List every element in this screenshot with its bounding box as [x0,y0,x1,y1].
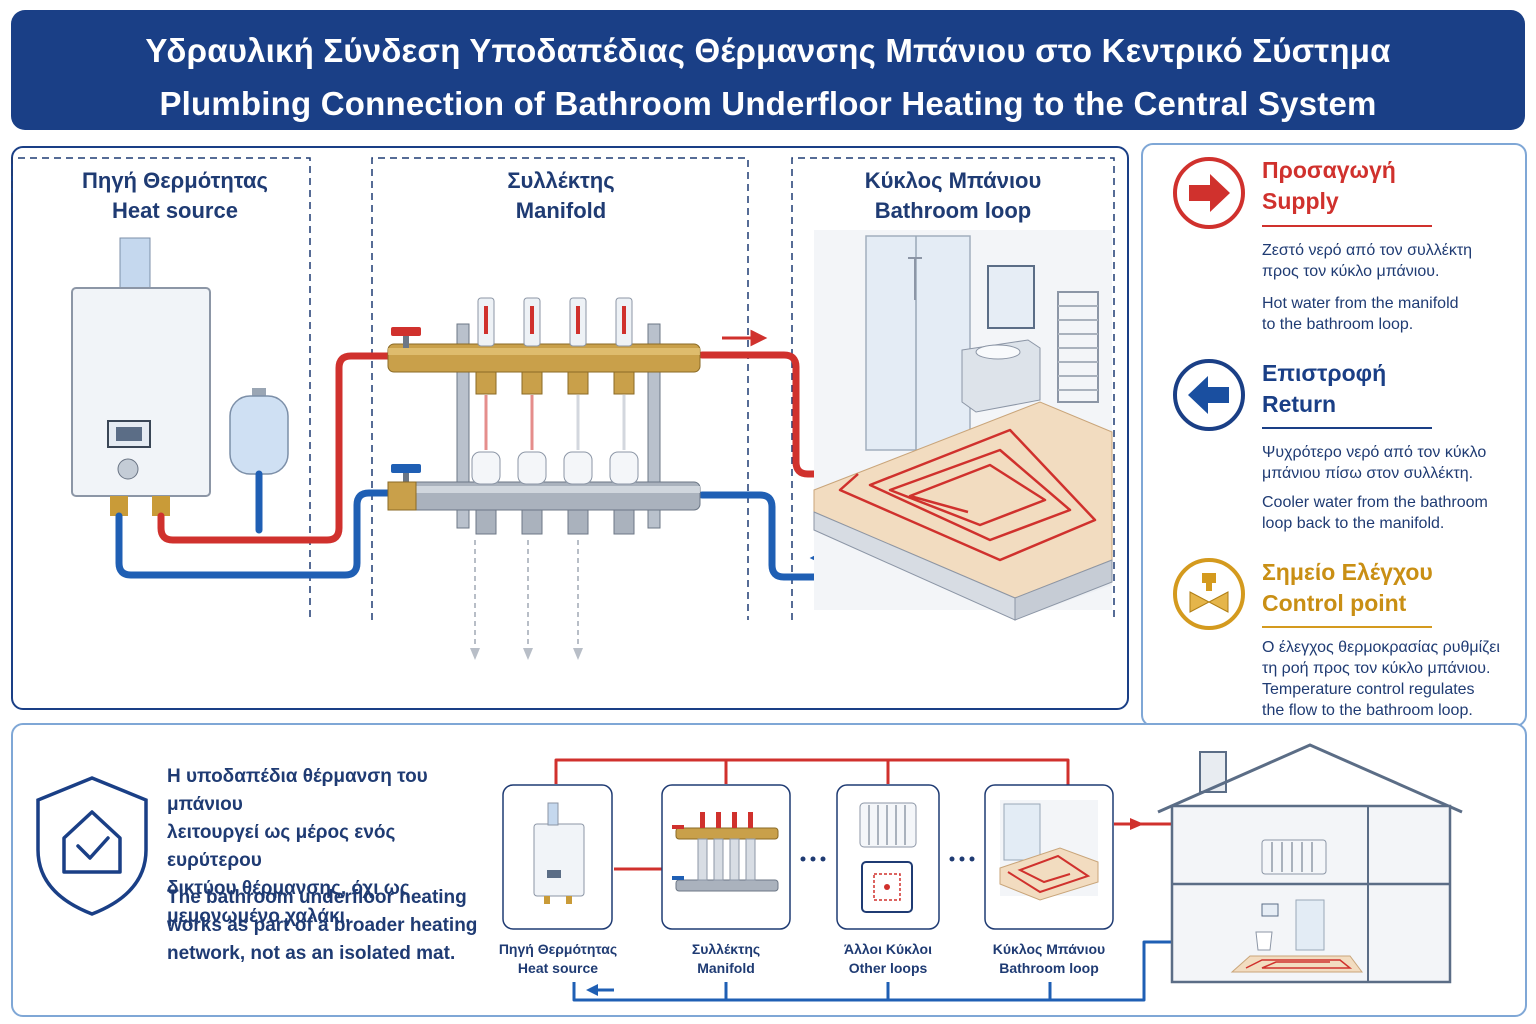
legend-title-el: Επιστροφή [1262,360,1387,386]
bathroom-room-illustration [813,230,1113,621]
column-heading-en: Bathroom loop [874,198,1032,223]
arrow-right-icon [1173,157,1245,229]
boiler-icon [71,237,211,516]
legend-desc-line: to the bathroom loop. [1262,316,1414,333]
title-greek: Υδραυλική Σύνδεση Υποδαπέδιας Θέρμανσης … [145,32,1391,69]
legend-desc-line: loop back to the manifold. [1262,515,1445,532]
supply-arrow-icon [1130,818,1144,830]
manifold-supply-bar [387,327,701,373]
legend-desc-line: Temperature control regulates [1262,681,1475,698]
title-english: Plumbing Connection of Bathroom Underflo… [159,85,1377,122]
node-caption-en: Heat source [517,960,599,976]
node-caption-el: Συλλέκτης [691,941,761,957]
legend-title-en: Supply [1262,188,1339,214]
legend-return-desc: Ψυχρότερο νερό από τον κύκλο μπάνιου πίσ… [1262,442,1520,534]
statement-line: Η υποδαπέδια θέρμανση του μπάνιου [167,766,428,815]
legend-desc-line: προς τον κύκλο μπάνιου. [1262,263,1440,280]
legend-supply-title: Προσαγωγή Supply [1262,155,1396,217]
statement-line: δικτύου θέρμανσης, όχι ως [167,878,410,899]
network-statement-english: The bathroom underfloor heating works as… [167,884,487,968]
column-heading-el: Κύκλος Μπάνιου [864,168,1042,193]
column-heading-en: Manifold [515,198,607,223]
legend-control-desc: Ο έλεγχος θερμοκρασίας ρυθμίζει τη ροή π… [1262,637,1524,721]
column-heading-en: Heat source [112,198,238,223]
node-caption-en: Manifold [697,960,755,976]
node-caption-en: Other loops [848,960,928,976]
legend-desc-line: Ψυχρότερο νερό από τον κύκλο [1262,444,1487,461]
statement-line: The bathroom underfloor heating [167,887,467,908]
statement-line: works as part of a broader heating [167,915,478,936]
floor-loop-icon [861,861,913,913]
node-caption-el: Κύκλος Μπάνιου [992,941,1106,957]
legend-desc-line: Cooler water from the bathroom [1262,494,1488,511]
legend-title-en: Control point [1262,590,1407,616]
legend-desc-line: τη ροή προς τον κύκλο μπάνιου. [1262,660,1491,677]
node-caption-manifold: Συλλέκτης Manifold [664,940,788,978]
legend-divider [1262,225,1432,227]
mini-bathroom-icon [999,800,1099,901]
statement-line: λειτουργεί ως μέρος ενός ευρύτερου [167,822,396,871]
column-heading-el: Συλλέκτης [507,168,615,193]
legend-title-en: Return [1262,391,1337,417]
legend-desc-line: μπάνιου πίσω στον συλλέκτη. [1262,465,1474,482]
mini-boiler-icon [533,802,585,904]
radiator-icon [859,802,917,848]
ellipsis-dots [800,856,975,862]
legend-return-title: Επιστροφή Return [1262,358,1386,420]
column-heading-manifold: Συλλέκτης Manifold [426,166,696,226]
node-caption-other-loops: Άλλοι Κύκλοι Other loops [826,940,950,978]
legend-desc-line: Ζεστό νερό από τον συλλέκτη [1262,242,1473,259]
arrow-left-icon [1173,359,1245,431]
node-caption-bathroom-loop: Κύκλος Μπάνιου Bathroom loop [982,940,1116,978]
node-caption-el: Άλλοι Κύκλοι [844,941,932,957]
legend-desc-line: Hot water from the manifold [1262,295,1459,312]
column-heading-bathroom-loop: Κύκλος Μπάνιου Bathroom loop [818,166,1088,226]
statement-line: μεμονωμένο χαλάκι. [167,906,351,927]
legend-control-title: Σημείο Ελέγχου Control point [1262,557,1433,619]
column-heading-el: Πηγή Θερμότητας [82,168,268,193]
statement-line: network, not as an isolated mat. [167,943,456,964]
valve-icon [1173,558,1245,630]
legend-supply-desc: Ζεστό νερό από τον συλλέκτη προς τον κύκ… [1262,240,1520,335]
node-caption-el: Πηγή Θερμότητας [498,941,618,957]
mini-manifold-icon [672,812,779,892]
column-heading-heat-source: Πηγή Θερμότητας Heat source [40,166,310,226]
legend-desc-line: Ο έλεγχος θερμοκρασίας ρυθμίζει [1262,639,1500,656]
house-icon [1157,743,1463,984]
supply-flow-arrow-icon [722,329,768,347]
node-caption-en: Bathroom loop [999,960,1099,976]
legend-title-el: Σημείο Ελέγχου [1262,559,1433,585]
legend-divider [1262,626,1432,628]
return-arrow-icon [586,984,614,996]
title-banner: Υδραυλική Σύνδεση Υποδαπέδιας Θέρμανσης … [11,10,1525,130]
network-statement-greek: Η υποδαπέδια θέρμανση του μπάνιου λειτου… [167,763,487,931]
legend-desc-line: the flow to the bathroom loop. [1262,702,1473,719]
flow-meter-icons [477,297,633,347]
legend-title-el: Προσαγωγή [1262,157,1396,183]
legend-divider [1262,427,1432,429]
node-caption-heat-source: Πηγή Θερμότητας Heat source [496,940,620,978]
